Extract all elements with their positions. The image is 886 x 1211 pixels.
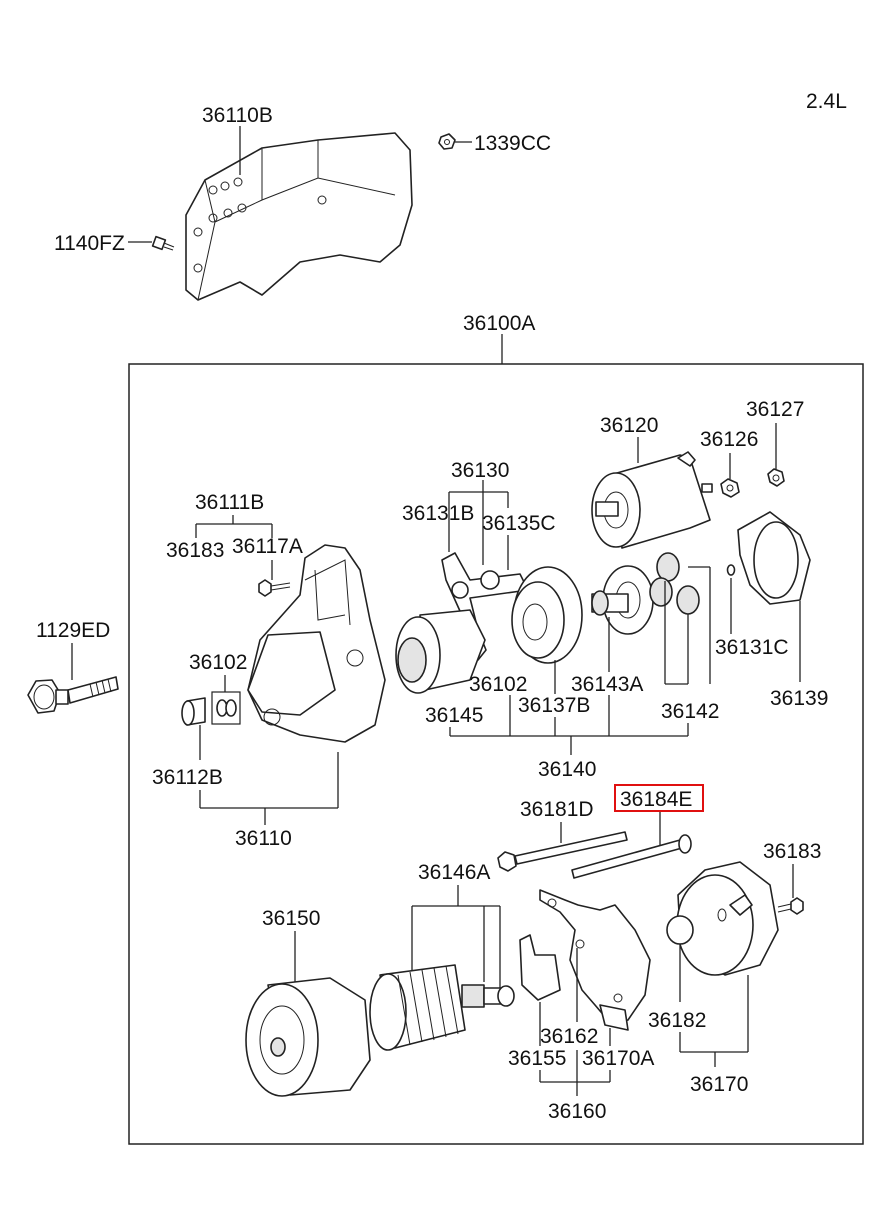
label-36135C: 36135C bbox=[482, 512, 556, 535]
label-36127: 36127 bbox=[746, 398, 804, 421]
label-36143A: 36143A bbox=[571, 673, 643, 696]
label-36102-left: 36102 bbox=[189, 651, 247, 674]
label-36112B: 36112B bbox=[152, 766, 223, 789]
highlight-36184E bbox=[614, 784, 704, 812]
planet-gears-part[interactable] bbox=[649, 552, 700, 615]
shift-lever-part[interactable] bbox=[441, 552, 529, 661]
assembly-frame bbox=[128, 363, 864, 1145]
label-36150: 36150 bbox=[262, 907, 320, 930]
label-36142: 36142 bbox=[661, 700, 719, 723]
engine-label: 2.4L bbox=[806, 90, 847, 113]
internal-gear-part[interactable] bbox=[511, 566, 583, 664]
label-36131B: 36131B bbox=[402, 502, 474, 525]
heat-shield-part[interactable] bbox=[185, 132, 413, 301]
label-36140: 36140 bbox=[538, 758, 596, 781]
rear-cover-part[interactable] bbox=[666, 861, 779, 976]
through-bolt-36184E[interactable] bbox=[571, 834, 692, 879]
label-36183-top: 36183 bbox=[166, 539, 224, 562]
bushing-36112B[interactable] bbox=[181, 697, 206, 726]
through-bolt-36181D[interactable] bbox=[497, 831, 628, 872]
label-36126: 36126 bbox=[700, 428, 758, 451]
label-36120: 36120 bbox=[600, 414, 658, 437]
front-housing-part[interactable] bbox=[247, 544, 386, 743]
label-36183-right: 36183 bbox=[763, 840, 821, 863]
bolt-1129ED[interactable] bbox=[27, 676, 119, 714]
pinion-clutch-part[interactable] bbox=[395, 609, 486, 694]
label-36110: 36110 bbox=[235, 827, 292, 850]
label-36102-right: 36102 bbox=[469, 673, 527, 696]
screw-36183[interactable] bbox=[777, 897, 804, 915]
bolt-1140FZ[interactable] bbox=[151, 235, 175, 251]
screw-36117A[interactable] bbox=[258, 579, 291, 597]
label-36160: 36160 bbox=[548, 1100, 606, 1123]
washer-36126[interactable] bbox=[720, 478, 740, 498]
yoke-part[interactable] bbox=[245, 977, 371, 1097]
label-1129ED: 1129ED bbox=[36, 619, 110, 642]
label-36139: 36139 bbox=[770, 687, 828, 710]
label-1339CC: 1339CC bbox=[474, 132, 551, 155]
label-1140FZ: 1140FZ bbox=[54, 232, 125, 255]
armature-part[interactable] bbox=[369, 964, 515, 1051]
label-36155: 36155 bbox=[508, 1047, 566, 1070]
label-36111B: 36111B bbox=[195, 491, 264, 514]
steel-ball-36131C[interactable] bbox=[726, 564, 736, 576]
label-36170: 36170 bbox=[690, 1073, 748, 1096]
label-36181D: 36181D bbox=[520, 798, 594, 821]
label-36184E: 36184E bbox=[620, 788, 692, 811]
label-36131C: 36131C bbox=[715, 636, 789, 659]
gear-housing-36139[interactable] bbox=[737, 511, 811, 605]
nut-1339CC[interactable] bbox=[438, 133, 456, 150]
label-36162: 36162 bbox=[540, 1025, 598, 1048]
label-36100A: 36100A bbox=[463, 312, 535, 335]
planetary-shaft-part[interactable] bbox=[591, 565, 654, 635]
label-36117A: 36117A bbox=[232, 535, 303, 558]
label-36146A: 36146A bbox=[418, 861, 490, 884]
label-36110B: 36110B bbox=[202, 104, 273, 127]
label-36130: 36130 bbox=[451, 459, 509, 482]
solenoid-part[interactable] bbox=[591, 451, 713, 549]
label-36145: 36145 bbox=[425, 704, 483, 727]
seal-36102-box bbox=[211, 691, 241, 725]
seal-36102[interactable] bbox=[216, 699, 237, 717]
label-36137B: 36137B bbox=[518, 694, 590, 717]
label-36182: 36182 bbox=[648, 1009, 706, 1032]
nut-36127[interactable] bbox=[767, 468, 785, 487]
brush-holder-part[interactable] bbox=[519, 889, 651, 1031]
label-36170A: 36170A bbox=[582, 1047, 654, 1070]
